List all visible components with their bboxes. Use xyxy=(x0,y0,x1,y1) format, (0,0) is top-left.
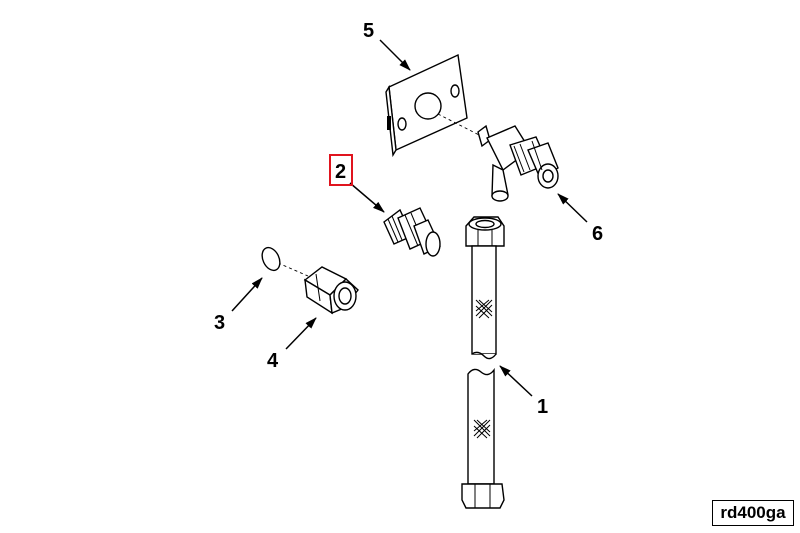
part-5-mounting-plate[interactable] xyxy=(385,53,468,158)
callout-5[interactable]: 5 xyxy=(363,20,374,42)
callout-6[interactable]: 6 xyxy=(592,223,603,245)
part-2-adapter-fitting[interactable] xyxy=(383,207,441,257)
callout-2-highlight-box xyxy=(329,154,353,186)
alignment-lines xyxy=(277,113,486,277)
part-6-elbow-fitting[interactable] xyxy=(477,124,559,202)
part-4-nut[interactable] xyxy=(303,266,359,315)
callout-4[interactable]: 4 xyxy=(267,350,279,372)
part-1-tube-assembly[interactable] xyxy=(461,216,505,509)
part-3-o-ring[interactable] xyxy=(259,245,284,274)
callout-2[interactable]: 2 xyxy=(335,161,346,183)
tube-hatch-marks xyxy=(473,299,493,439)
callout-1[interactable]: 1 xyxy=(537,396,548,418)
callout-3[interactable]: 3 xyxy=(214,312,225,334)
callout-arrows xyxy=(231,39,588,397)
diagram-reference-code: rd400ga xyxy=(712,500,794,526)
